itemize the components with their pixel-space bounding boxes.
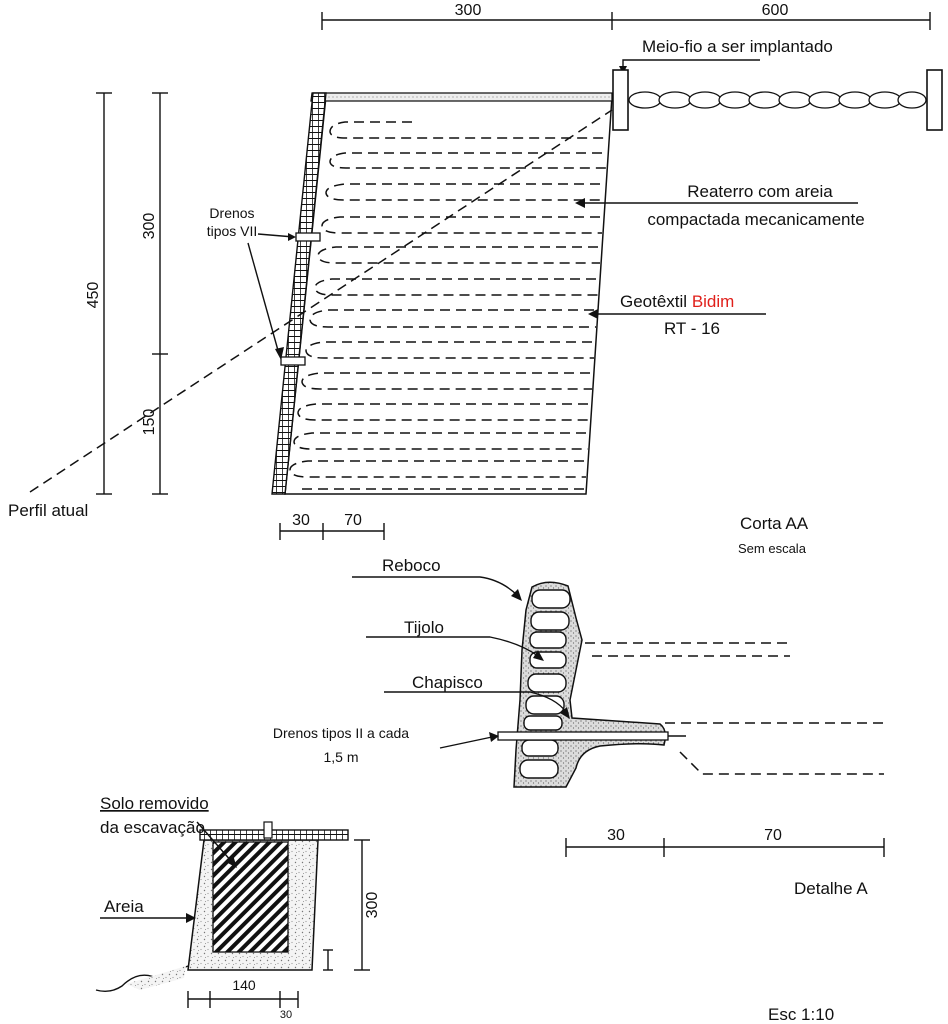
- dimension-300-top: 300: [455, 2, 482, 19]
- top-slab: [310, 92, 613, 102]
- roughcast-leader: [384, 691, 567, 713]
- render-label: Reboco: [382, 556, 441, 575]
- dimension-450: 450: [85, 282, 102, 309]
- drain-detail-label-line2: 1,5 m: [323, 749, 358, 765]
- drain-detail-label-line1: Drenos tipos II a cada: [273, 725, 409, 741]
- geotextile-label: Geotêxtil Bidim: [620, 292, 734, 311]
- curb-leader: [622, 59, 760, 70]
- drain-detail-arrowhead: [489, 732, 499, 742]
- backfill-label-line2: compactada mecanicamente: [647, 210, 864, 229]
- trench-ground-texture: [126, 966, 186, 990]
- left-dimension-lines: [96, 92, 168, 495]
- render-arrowhead: [511, 589, 522, 601]
- detail-bricks: [519, 589, 571, 779]
- current-profile-label: Perfil atual: [8, 501, 88, 520]
- dimension-30-base: 30: [292, 512, 310, 529]
- sand-label: Areia: [104, 897, 144, 916]
- dimension-70-base: 70: [344, 512, 362, 529]
- trench-slab: [199, 829, 349, 841]
- drain-upper: [295, 232, 321, 242]
- soil-leader: [196, 821, 233, 863]
- curb-block-right: [926, 69, 943, 131]
- drain-detail-leader: [439, 736, 493, 749]
- dimension-140-trench: 140: [232, 977, 256, 993]
- render-leader: [352, 576, 519, 597]
- trench-post: [263, 821, 273, 839]
- brick-arrowhead: [533, 650, 544, 661]
- trench-removed-soil: [212, 841, 289, 953]
- geotextile-arrowhead: [588, 309, 598, 319]
- drain-lower: [280, 356, 306, 366]
- section-scale-note: Sem escala: [738, 541, 807, 556]
- curb-block-left: [612, 69, 629, 131]
- dimension-300-vertical: 300: [141, 213, 158, 240]
- detail-drain-pipe: [497, 731, 669, 741]
- drains-label-line2: tipos VII: [207, 223, 258, 239]
- drains-arrowhead-lower: [275, 347, 284, 360]
- geotextile-brand: Bidim: [692, 292, 735, 311]
- dimension-300-trench: 300: [364, 892, 381, 919]
- brick-label: Tijolo: [404, 618, 444, 637]
- geotextile-model: RT - 16: [664, 319, 720, 338]
- geotextile-label-prefix: Geotêxtil: [620, 292, 692, 311]
- soil-label-line2: da escavação: [100, 818, 205, 837]
- sand-arrowhead: [186, 913, 196, 923]
- detail-geotextile-lines: [585, 642, 884, 775]
- soil-arrowhead: [226, 855, 237, 868]
- detail-title: Detalhe A: [794, 879, 868, 898]
- section-title: Corta AA: [740, 514, 809, 533]
- base-dimension-lines: [279, 523, 385, 540]
- brick-leader: [366, 636, 539, 657]
- dimension-70-detail: 70: [764, 827, 782, 844]
- dimension-600-top: 600: [762, 2, 789, 19]
- roughcast-arrowhead: [560, 707, 570, 719]
- trench-width-dimension: [187, 991, 299, 1008]
- trench-height-dimension: [323, 839, 370, 971]
- curb-label: Meio-fio a ser implantado: [642, 37, 833, 56]
- paving-stones: [628, 91, 927, 109]
- backfill-arrowhead: [575, 198, 585, 208]
- scale-label: Esc 1:10: [768, 1005, 834, 1024]
- drains-label-line1: Drenos: [209, 205, 254, 221]
- dimension-150-vertical: 150: [141, 409, 158, 436]
- dimension-30-detail: 30: [607, 827, 625, 844]
- roughcast-label: Chapisco: [412, 673, 483, 692]
- detail-dimension-lines: [565, 838, 885, 857]
- top-dimension-lines: [321, 12, 931, 30]
- geotextile-layers: [289, 121, 610, 490]
- current-profile-line: [29, 109, 613, 493]
- dimension-30-trench: 30: [280, 1009, 292, 1021]
- drains-leader-lower: [247, 242, 280, 355]
- drains-arrowhead-upper: [288, 233, 296, 241]
- soil-label-line1: Solo removido: [100, 794, 209, 813]
- backfill-label-line1: Reaterro com areia: [687, 182, 833, 201]
